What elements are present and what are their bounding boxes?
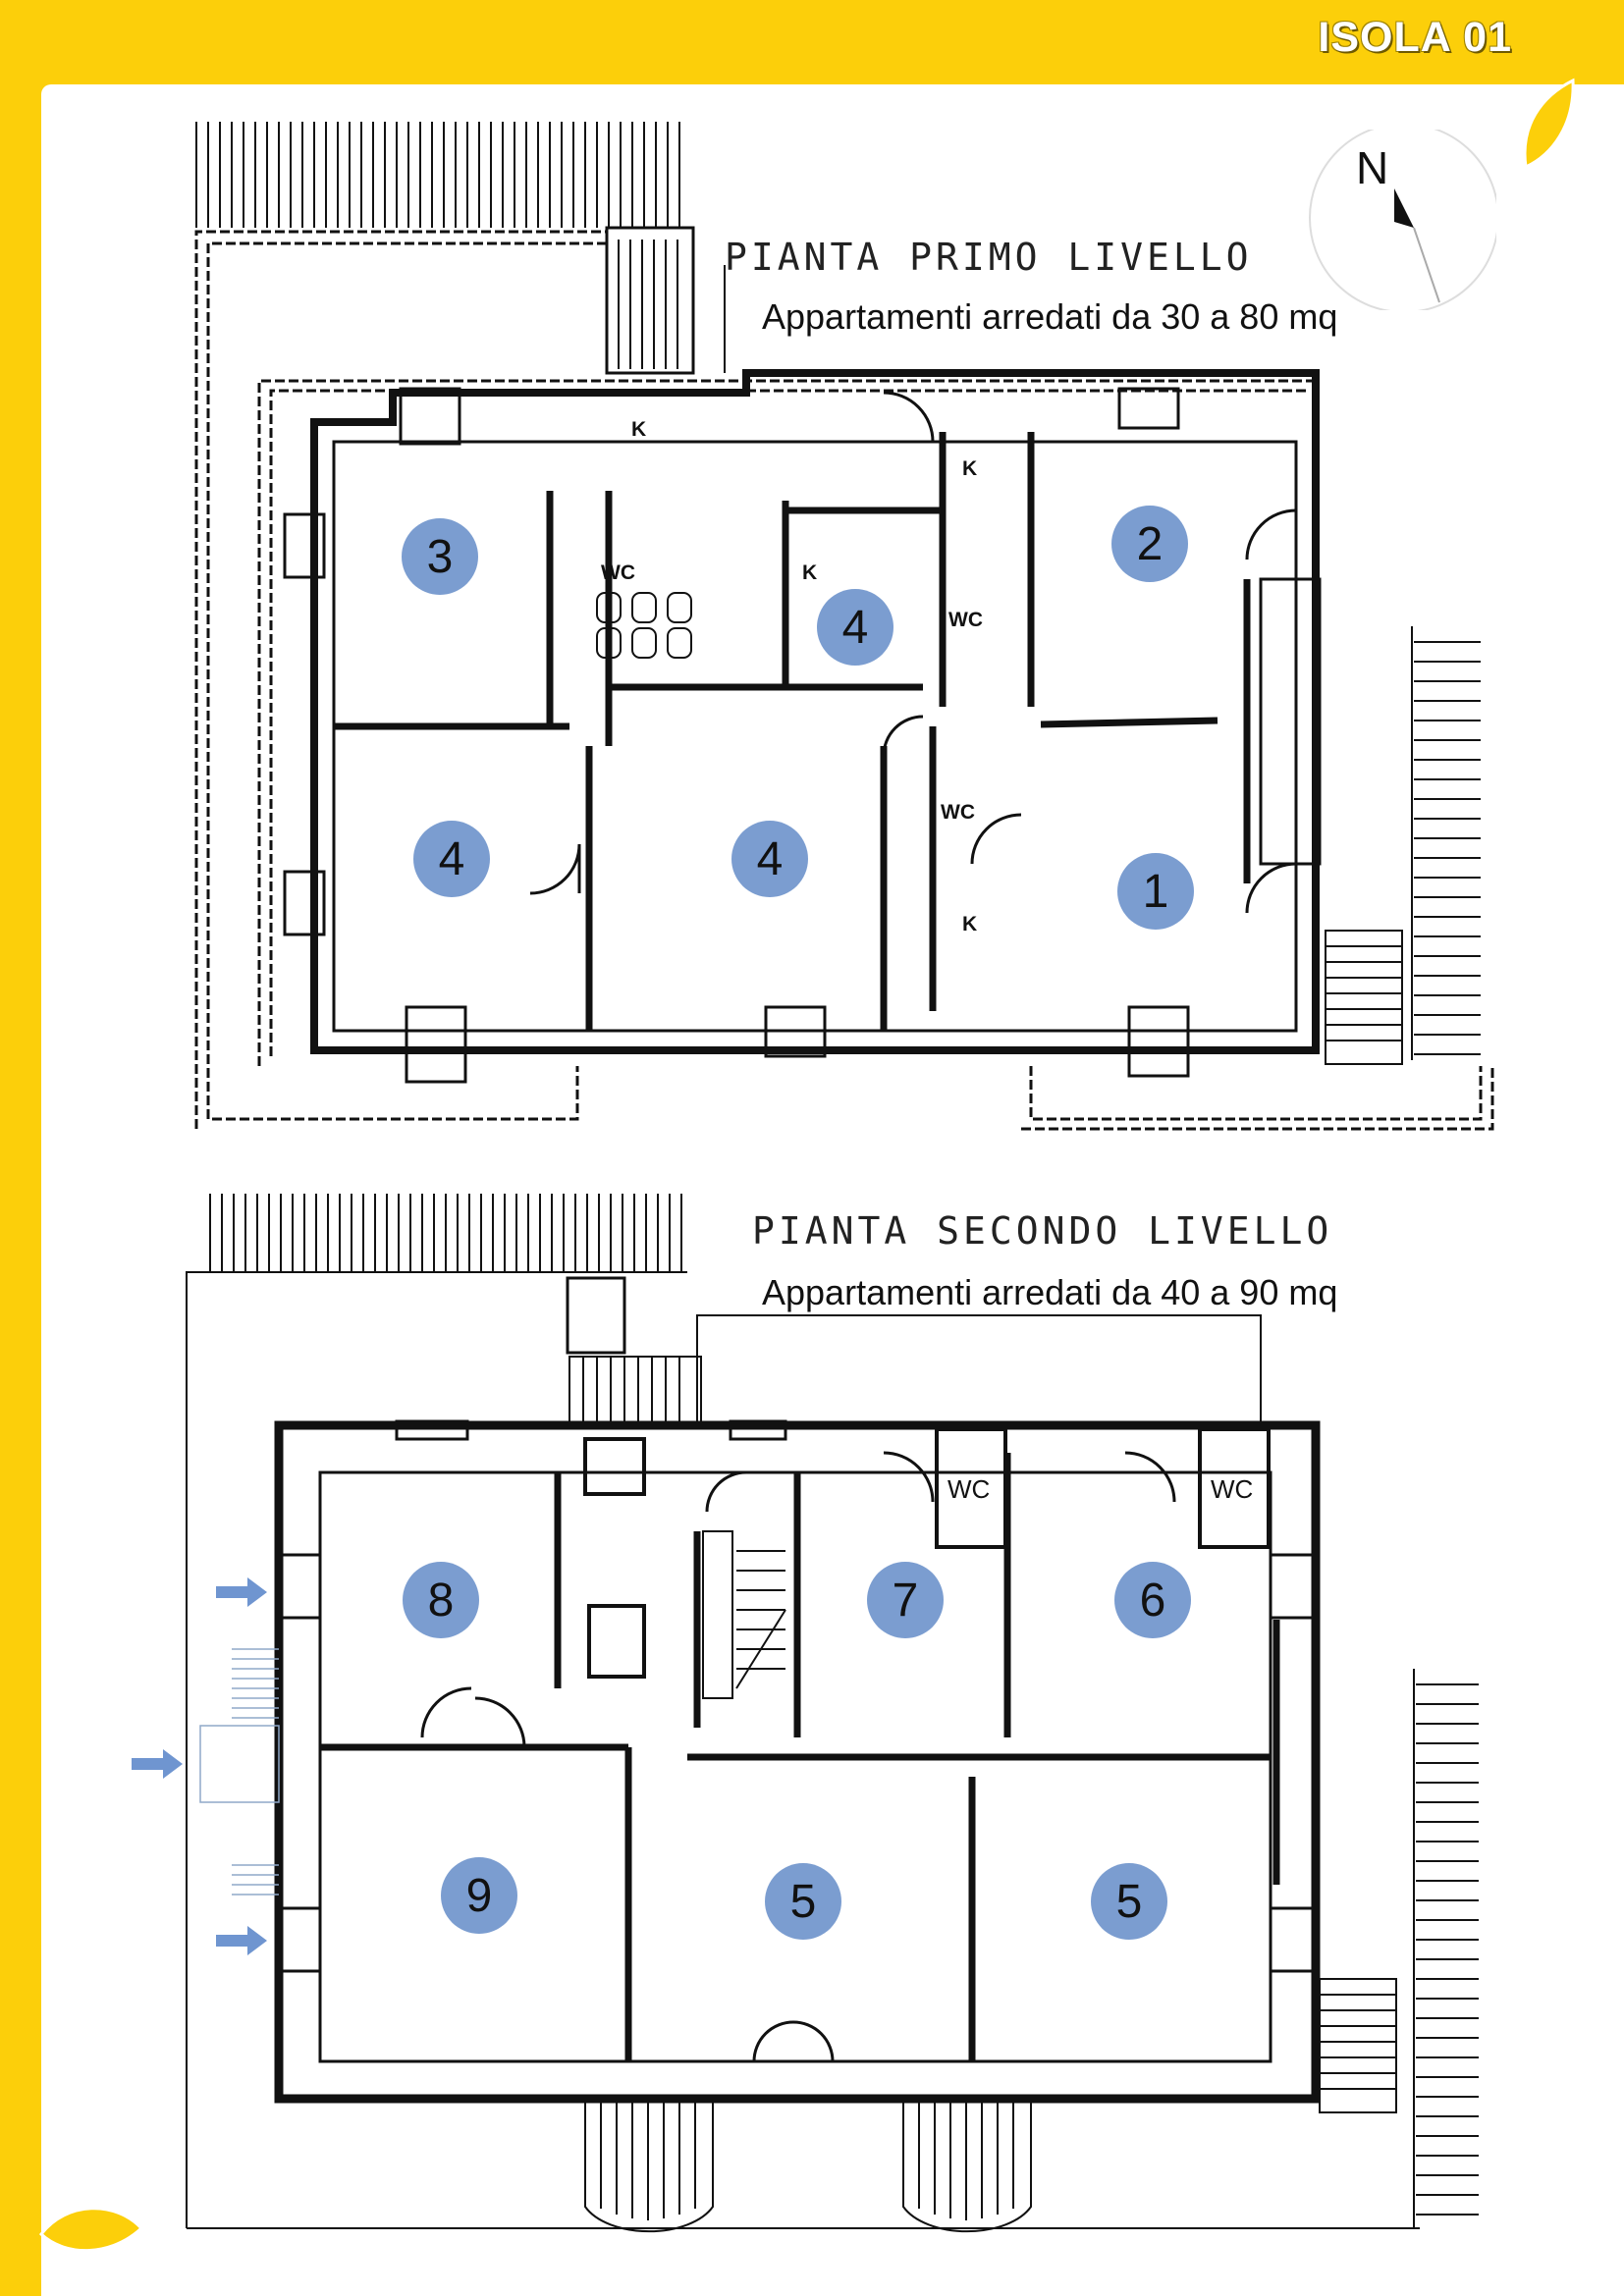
- room-label-k: K: [631, 418, 647, 441]
- floor-plan-drawing-1: [194, 122, 1494, 1131]
- north-label: N: [1356, 142, 1389, 193]
- room-label-wc: WC: [941, 801, 975, 824]
- apartment-badge: 4: [413, 821, 490, 897]
- apartment-badge: 4: [731, 821, 808, 897]
- page-sheet: [41, 84, 1624, 2296]
- entry-arrow-icon: [132, 1749, 183, 1779]
- apartment-badge: 9: [441, 1857, 517, 1934]
- apartment-badge: 8: [403, 1562, 479, 1638]
- apartment-badge: 1: [1117, 853, 1194, 930]
- apartment-badge: 5: [765, 1863, 841, 1940]
- north-arrow-icon: [1309, 130, 1496, 310]
- room-label-k: K: [962, 457, 978, 480]
- apartment-badge: 2: [1111, 506, 1188, 582]
- leaf-icon-top: [1523, 78, 1575, 170]
- room-label-wc: WC: [1211, 1474, 1254, 1504]
- plan-title: PIANTA SECONDO LIVELLO: [752, 1209, 1333, 1253]
- plan-title: PIANTA PRIMO LIVELLO: [725, 236, 1253, 279]
- room-label-k: K: [962, 913, 978, 935]
- room-label-wc: WC: [601, 561, 635, 584]
- leaf-icon-bottom: [38, 2207, 144, 2252]
- plan-subtitle: Appartamenti arredati da 40 a 90 mq: [762, 1272, 1338, 1312]
- apartment-badge: 4: [817, 589, 893, 666]
- header-title: ISOLA 01: [1318, 14, 1512, 61]
- apartment-badge: 5: [1091, 1863, 1167, 1940]
- apartment-badge: 7: [867, 1562, 944, 1638]
- apartment-badge: 3: [402, 518, 478, 595]
- entry-arrow-icon: [216, 1926, 267, 1955]
- apartment-badge: 6: [1114, 1562, 1191, 1638]
- plan-subtitle: Appartamenti arredati da 30 a 80 mq: [762, 296, 1338, 337]
- room-label-wc: WC: [948, 609, 983, 631]
- room-label-k: K: [802, 561, 818, 584]
- entry-arrow-icon: [216, 1577, 267, 1607]
- room-label-wc: WC: [947, 1474, 991, 1504]
